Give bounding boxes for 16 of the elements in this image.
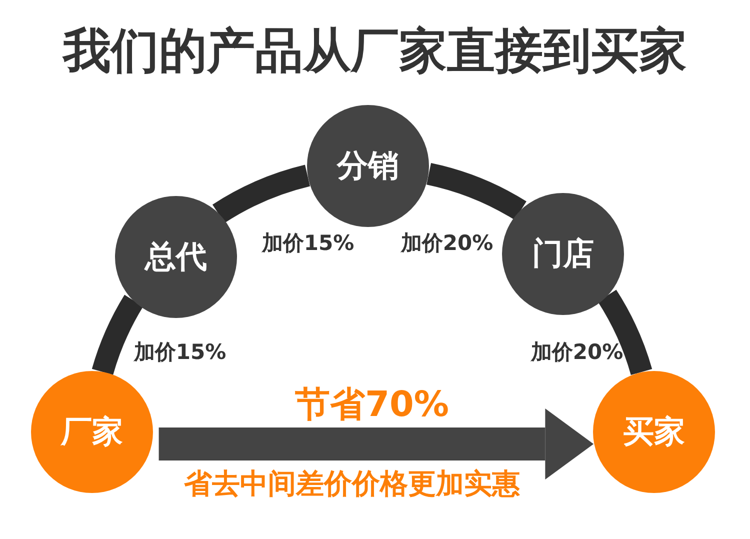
- connector-arc: [426, 163, 526, 220]
- endpoint-label: 买家: [623, 414, 685, 450]
- connector-arc: [212, 164, 311, 224]
- stage-label: 总代: [145, 240, 207, 274]
- edge-label: 加价15%: [262, 230, 354, 256]
- stage-label: 分销: [337, 148, 399, 184]
- title: 我们的产品从厂家直接到买家: [63, 24, 687, 80]
- arrow-note: 省去中间差价价格更加实惠: [184, 468, 520, 500]
- stage-label: 门店: [532, 236, 594, 272]
- edge-label: 加价20%: [400, 230, 494, 256]
- edge-label: 节省70%: [295, 384, 449, 426]
- connector-arc: [598, 290, 652, 376]
- edge-label: 加价15%: [134, 340, 226, 364]
- endpoint-label: 厂家: [61, 414, 123, 450]
- edge-label: 加价20%: [530, 340, 624, 364]
- connector-arc: [92, 295, 144, 376]
